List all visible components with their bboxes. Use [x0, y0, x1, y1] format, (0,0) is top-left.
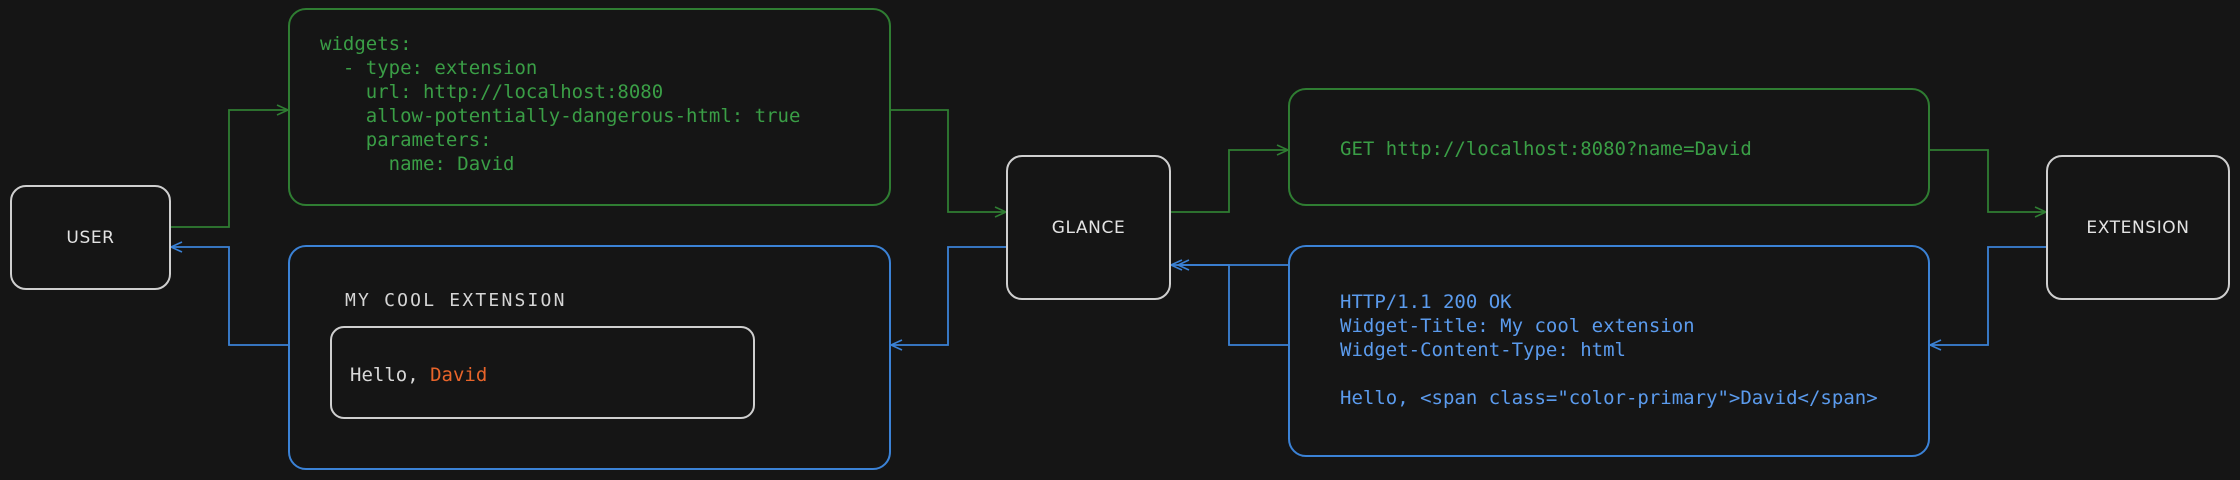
node-user-label: USER [66, 227, 115, 248]
response-panel [1288, 245, 1930, 457]
node-glance-label: GLANCE [1051, 217, 1126, 238]
config-panel-code: widgets: - type: extension url: http://l… [320, 33, 801, 175]
request-panel-code: GET http://localhost:8080?name=David [1340, 138, 1752, 160]
widget-preview-card [330, 326, 755, 419]
node-extension[interactable]: EXTENSION [2046, 155, 2230, 300]
node-glance[interactable]: GLANCE [1006, 155, 1171, 300]
widget-preview-title: MY COOL EXTENSION [345, 290, 567, 311]
node-extension-label: EXTENSION [2086, 217, 2190, 238]
config-panel [288, 8, 891, 206]
greeting-name: David [430, 364, 488, 386]
request-panel [1288, 88, 1930, 206]
greeting-prefix: Hello, [350, 364, 431, 386]
node-user[interactable]: USER [10, 185, 171, 290]
widget-preview-greeting: Hello, David [350, 364, 487, 386]
response-panel-code: HTTP/1.1 200 OK Widget-Title: My cool ex… [1340, 291, 1878, 409]
